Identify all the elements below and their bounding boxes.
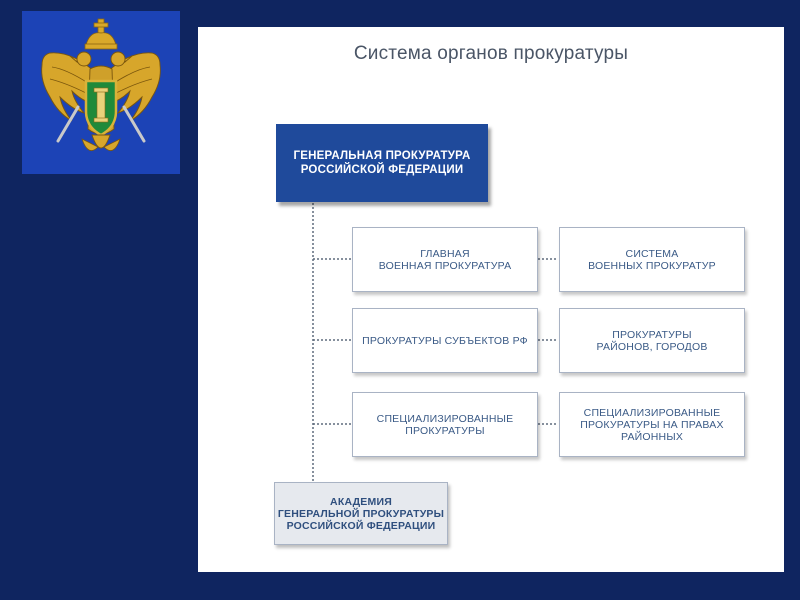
node-prosecutor-academy: Академия Генеральной прокуратуры Российс… <box>274 482 448 545</box>
connector-lines <box>312 203 558 481</box>
node-specialized-district-prosecutors: Специализированные прокуратуры на правах… <box>559 392 745 457</box>
diagram-title: Система органов прокуратуры <box>353 43 629 64</box>
diagram-panel: Система органов прокуратуры Генеральная … <box>198 27 784 572</box>
node-general-prosecutor: Генеральная прокуратура Российской Федер… <box>276 124 488 202</box>
prosecutor-emblem <box>22 11 180 174</box>
node-specialized-prosecutors: Специализированные прокуратуры <box>352 392 538 457</box>
node-military-prosecutor-system: Система военных прокуратур <box>559 227 745 292</box>
node-district-prosecutors: Прокуратуры районов, городов <box>559 308 745 373</box>
node-main-military-prosecutor: Главная военная прокуратура <box>352 227 538 292</box>
prosecutor-emblem-icon <box>41 18 161 151</box>
node-subject-prosecutors: Прокуратуры субъектов РФ <box>352 308 538 373</box>
